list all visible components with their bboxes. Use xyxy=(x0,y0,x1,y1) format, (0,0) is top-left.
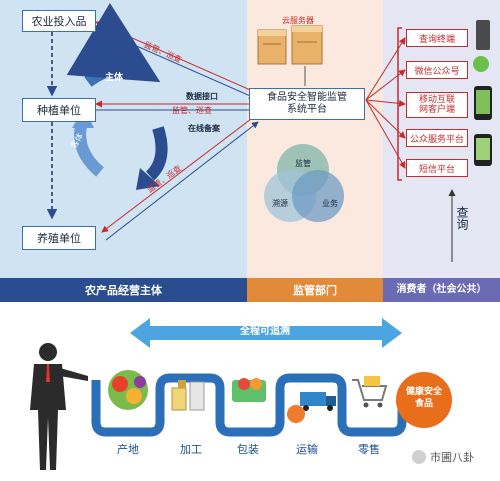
loop-arrow-right-head xyxy=(136,168,160,190)
transport-icon xyxy=(287,392,336,423)
label-cloud-server: 云服务器 xyxy=(282,16,314,25)
packaging-icon xyxy=(232,378,266,402)
venn-label-trace: 溯源 xyxy=(272,199,288,208)
platform-title-line2: 系统平台 xyxy=(287,104,327,115)
label-traceable: 全程可追溯 xyxy=(240,326,290,337)
label-online-filing: 在线备案 xyxy=(188,124,220,133)
footer-label-consumers: 消费者（社会公共） xyxy=(396,284,487,295)
end-circle xyxy=(396,372,452,428)
venn-circle-business xyxy=(292,170,344,222)
label-subject: 主体 xyxy=(105,73,124,83)
stage-label-origin: 产地 xyxy=(117,443,139,456)
phone-icons xyxy=(473,20,492,166)
footer-label-regulators: 监管部门 xyxy=(293,283,337,297)
box-query-terminal: 查询终端 xyxy=(406,29,468,47)
processing-icon xyxy=(171,380,205,411)
process-track xyxy=(91,373,407,437)
end-label-line1: 健康安全 xyxy=(405,387,442,397)
query-bracket xyxy=(397,27,402,181)
link-terminal xyxy=(365,37,406,101)
loop-arrow-right xyxy=(145,126,168,181)
red-arrow-3 xyxy=(101,115,256,233)
box-breeding-unit: 养殖单位 xyxy=(22,226,96,250)
footer-left: 农产品经营主体 xyxy=(0,278,247,302)
label-query: 查询 xyxy=(455,206,469,230)
loop-arrow-left xyxy=(74,120,105,177)
stage-label-packaging: 包装 xyxy=(237,443,259,456)
businessman-figure xyxy=(30,343,88,470)
venn-label-supervise: 监管 xyxy=(295,159,311,168)
link-wechat xyxy=(365,69,406,101)
link-app xyxy=(365,99,406,107)
end-label: 健康安全 食品 xyxy=(398,388,450,409)
footer-mid: 监管部门 xyxy=(247,278,383,302)
server-icon xyxy=(257,25,323,65)
box-mobile-client: 移动互联 网客户端 xyxy=(406,92,468,118)
link-public xyxy=(365,99,406,139)
box-sms: 短信平台 xyxy=(406,159,468,177)
trace-arrow xyxy=(130,318,402,348)
red-arrow-3b xyxy=(105,121,259,241)
end-label-line2: 食品 xyxy=(414,399,433,409)
link-sms xyxy=(365,99,406,169)
box-wechat: 微信公众号 xyxy=(406,61,468,79)
label-data-interface: 数据接口 xyxy=(186,92,218,101)
watermark-text: 市圃八卦 xyxy=(430,450,474,464)
platform-title-line1: 食品安全智能监管 xyxy=(267,92,347,103)
stage-label-processing: 加工 xyxy=(180,443,202,456)
stage-label-transport: 运输 xyxy=(296,443,318,456)
watermark: 市圃八卦 xyxy=(412,450,474,464)
businessman-tie xyxy=(46,364,50,382)
stage-label-retail: 零售 xyxy=(358,443,380,456)
retail-icon xyxy=(352,376,388,408)
box-public-service: 公众服务平台 xyxy=(406,129,468,147)
footer-label-operators: 农产品经营主体 xyxy=(85,283,162,297)
label-supervise-2: 监管、巡查 xyxy=(172,106,212,115)
watermark-logo-icon xyxy=(412,450,426,464)
venn-label-business: 业务 xyxy=(322,199,338,208)
box-agri-inputs: 农业投入品 xyxy=(22,10,96,32)
origin-icon xyxy=(108,370,148,410)
loop-arrow-top xyxy=(66,2,161,87)
platform-box: 食品安全智能监管 系统平台 xyxy=(249,88,365,120)
box-planting-unit: 种植单位 xyxy=(22,98,96,122)
footer-right: 消费者（社会公共） xyxy=(383,278,500,302)
